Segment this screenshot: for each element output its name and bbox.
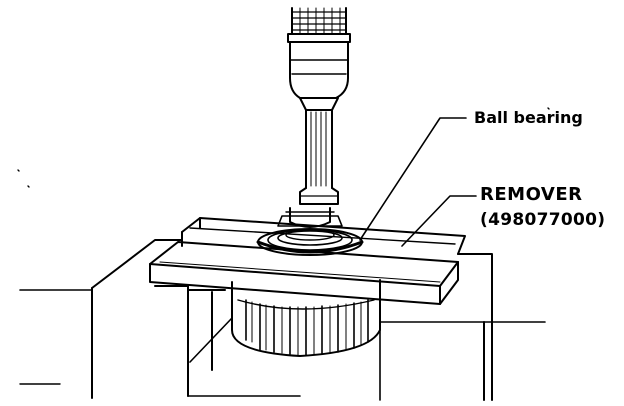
ball-bearing-label: Ball bearing — [474, 108, 583, 127]
ball-bearing — [256, 228, 364, 256]
scan-specks — [17, 107, 550, 188]
gear-housing — [231, 279, 381, 357]
right-support-block — [379, 253, 546, 401]
remover-label: REMOVER — [480, 184, 583, 205]
shaft — [277, 7, 351, 228]
leader-line-remover — [401, 195, 477, 247]
leader-line-ball-bearing — [359, 117, 467, 241]
left-support-block — [19, 239, 301, 399]
remover-plate — [149, 217, 466, 305]
remover-part-number-label: (498077000) — [480, 210, 606, 230]
